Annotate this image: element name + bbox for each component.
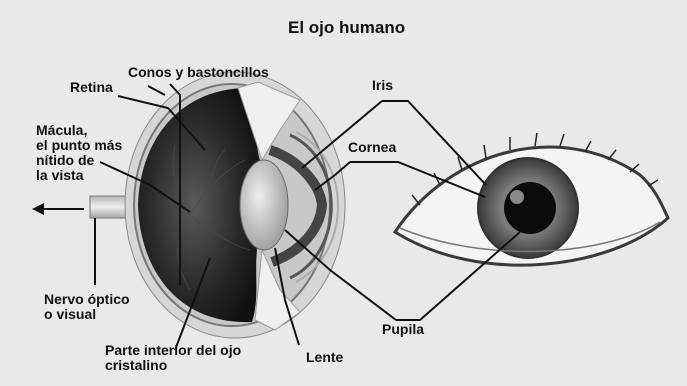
label-interior: Parte interior del ojo cristalino (105, 343, 241, 373)
label-conos: Conos y bastoncillos (128, 65, 269, 80)
label-nervio: Nervo óptico o visual (44, 292, 130, 322)
label-iris: Iris (372, 78, 393, 93)
arrow-left-icon (32, 203, 84, 215)
label-lente: Lente (306, 350, 343, 365)
eyeball-section (125, 72, 345, 338)
external-eye (395, 133, 668, 265)
page-title: El ojo humano (288, 20, 405, 35)
label-pupila: Pupila (382, 322, 424, 337)
label-retina: Retina (70, 80, 113, 95)
label-cornea: Cornea (348, 140, 396, 155)
label-macula: Mácula, el punto más nítido de la vista (36, 123, 122, 183)
